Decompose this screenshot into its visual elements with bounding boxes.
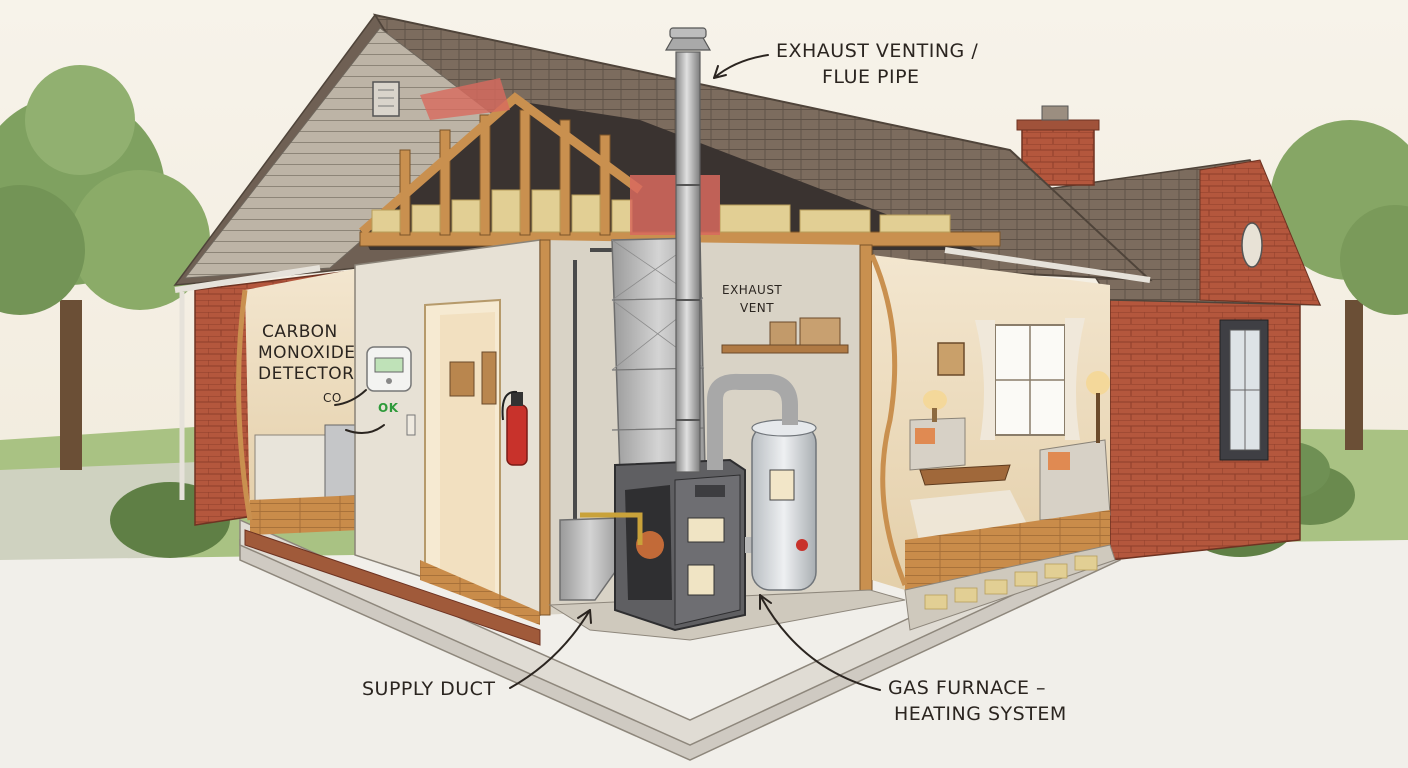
exhaust-vent-label-line1: Exhaust bbox=[722, 283, 783, 297]
co-text: CO bbox=[323, 391, 342, 405]
hallway-wall bbox=[354, 239, 541, 625]
supply-duct-label: Supply duct bbox=[362, 678, 496, 700]
subfloor-edge bbox=[244, 529, 541, 646]
living-room bbox=[869, 253, 1111, 590]
water-heater bbox=[707, 373, 817, 591]
gas-furnace bbox=[580, 458, 783, 632]
ok-status: OK bbox=[378, 401, 399, 415]
co-detector-label-line3: Detector bbox=[258, 364, 355, 384]
exhaust-vent-label-line2: vent bbox=[740, 301, 775, 315]
tree-right bbox=[1270, 120, 1408, 450]
gutter bbox=[174, 265, 321, 293]
fire-extinguisher bbox=[501, 390, 528, 466]
crawlspace bbox=[904, 544, 1116, 631]
co-detector-label-line1: Carbon bbox=[262, 322, 338, 342]
exhaust-venting-label-line1: Exhaust venting / bbox=[776, 40, 979, 62]
attic-cutaway bbox=[359, 78, 1001, 250]
exhaust-venting-label-line2: flue pipe bbox=[822, 66, 920, 88]
co-detector-device bbox=[366, 346, 412, 392]
annotation-arrows bbox=[334, 54, 881, 691]
tree-left bbox=[0, 65, 210, 470]
co-detector-label-line2: Monoxide bbox=[258, 343, 356, 363]
flue-pipe bbox=[664, 27, 712, 473]
gutter-right bbox=[944, 247, 1151, 283]
gas-furnace-label-line2: heating system bbox=[894, 703, 1067, 725]
gas-furnace-label-line1: Gas furnace – bbox=[888, 677, 1047, 699]
kitchen-room bbox=[194, 268, 361, 535]
